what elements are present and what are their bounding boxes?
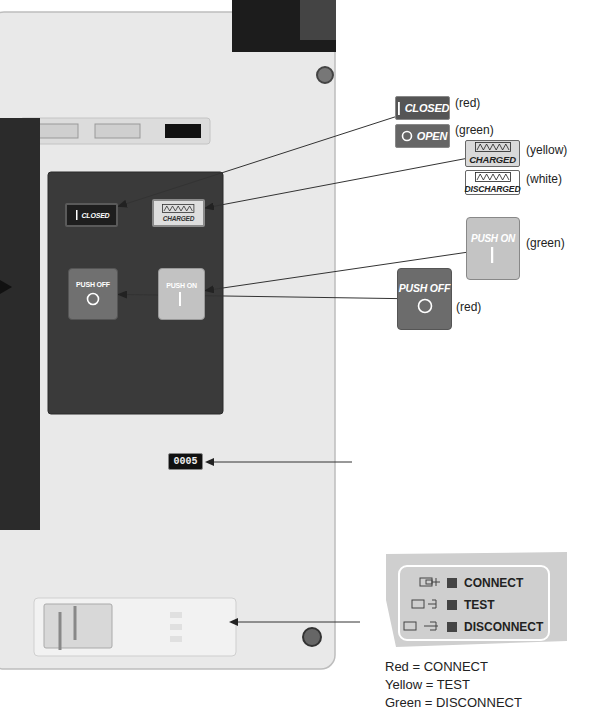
indicator-square xyxy=(447,622,457,632)
handle-bar xyxy=(0,118,40,530)
plate-outline xyxy=(399,566,549,640)
color-key: Green = DISCONNECT xyxy=(385,695,522,710)
position-window xyxy=(34,598,236,656)
color-note: (green) xyxy=(526,236,565,250)
lever-detail xyxy=(60,606,75,650)
color-note: (red) xyxy=(455,96,480,110)
color-note: (red) xyxy=(456,300,481,314)
spring-symbol xyxy=(162,204,194,213)
off-symbol xyxy=(417,298,433,314)
color-note: (yellow) xyxy=(526,143,567,157)
accessory-strip xyxy=(20,118,210,144)
leader-line xyxy=(236,622,360,623)
top-housing xyxy=(232,0,336,52)
position-name: CONNECT xyxy=(464,576,523,590)
arrow-head xyxy=(229,618,238,626)
spring-symbol xyxy=(475,142,511,152)
position-name: TEST xyxy=(464,598,495,612)
discharged-indicator: DISCHARGED xyxy=(465,170,520,195)
position-mark xyxy=(170,624,182,630)
position-lever xyxy=(44,604,112,648)
breaker-body xyxy=(0,12,335,669)
indicator-square xyxy=(447,600,457,610)
off-symbol xyxy=(86,292,100,306)
closed-indicator: CLOSED xyxy=(395,96,450,120)
on-symbol xyxy=(398,102,402,115)
charged-indicator: CHARGED xyxy=(465,140,520,167)
leader-line xyxy=(212,462,352,463)
callout-arrow xyxy=(205,159,465,208)
indicator-plate xyxy=(386,552,567,647)
button-text: PUSH OFF xyxy=(76,281,110,288)
push-off-button: PUSH OFF xyxy=(397,268,452,330)
position-mark xyxy=(170,612,182,618)
screw xyxy=(303,628,321,646)
button-text: CLOSED xyxy=(405,103,450,114)
color-key: Red = CONNECT xyxy=(385,659,488,674)
open-indicator: OPEN xyxy=(395,124,450,148)
push-off-button: PUSH OFF xyxy=(68,268,118,320)
button-text: DISCHARGED xyxy=(465,185,521,194)
indicator-square xyxy=(447,578,457,588)
color-key: Yellow = TEST xyxy=(385,677,470,692)
button-text: CLOSED xyxy=(82,212,110,219)
arrow-head xyxy=(205,458,214,466)
counter-digits: 0005 xyxy=(173,457,197,467)
button-text: CHARGED xyxy=(469,155,516,165)
button-text: CHARGED xyxy=(163,216,194,223)
push-on-button: PUSH ON xyxy=(466,217,520,280)
button-text: PUSH ON xyxy=(166,282,197,289)
arrow-head xyxy=(0,280,12,294)
on-symbol xyxy=(76,210,79,220)
button-text: PUSH OFF xyxy=(399,283,451,294)
button-text: PUSH ON xyxy=(471,234,515,244)
on-symbol xyxy=(491,247,496,263)
color-note: (green) xyxy=(455,123,494,137)
top-housing-edge xyxy=(300,0,336,40)
control-panel xyxy=(48,172,223,414)
color-note: (white) xyxy=(526,172,562,186)
position-name: DISCONNECT xyxy=(464,620,543,634)
off-symbol xyxy=(401,130,413,142)
position-mark xyxy=(170,636,182,642)
charged-indicator: CHARGED xyxy=(152,199,205,227)
screw xyxy=(317,67,333,83)
button-text: OPEN xyxy=(417,131,447,142)
callout-arrow xyxy=(118,117,395,206)
accessory-slot xyxy=(165,124,201,138)
spring-symbol xyxy=(475,172,511,182)
position-icons xyxy=(404,578,440,630)
closed-indicator: CLOSED xyxy=(65,203,118,227)
push-on-button: PUSH ON xyxy=(158,268,205,320)
on-symbol xyxy=(179,292,183,306)
accessory-plate xyxy=(95,124,140,138)
operations-counter: 0005 xyxy=(168,453,203,470)
